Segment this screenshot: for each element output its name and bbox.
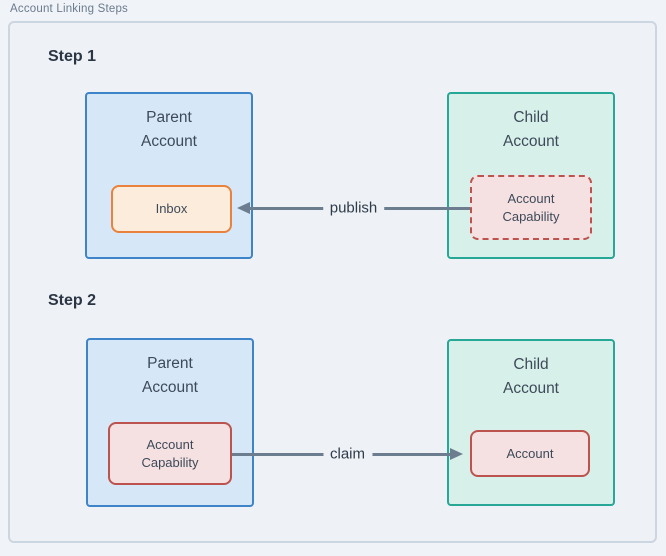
step-2-label: Step 2 (48, 292, 97, 309)
step-1-parent-account-node: Parent Account Inbox (85, 92, 253, 259)
claim-edge-label: claim (322, 444, 373, 464)
child-account-title: Child Account (502, 356, 559, 397)
diagram-frame: Step 1 Parent Account Inbox Child Accoun… (8, 21, 657, 543)
step-2-child-account-node: Child Account Account (447, 339, 615, 506)
diagram-title: Account Linking Steps (10, 3, 128, 15)
publish-edge-label: publish (322, 198, 385, 218)
step-1-child-account-node: Child Account Account Capability (447, 92, 615, 259)
publish-edge: publish (237, 198, 470, 218)
parent-account-title: Parent Account (141, 355, 198, 396)
child-account-title: Child Account (502, 109, 559, 150)
claim-edge: claim (232, 444, 463, 464)
parent-account-title: Parent Account (140, 109, 197, 150)
account-capability-node: Account Capability (108, 422, 232, 485)
step-2-parent-account-node: Parent Account Account Capability (86, 338, 254, 507)
account-node: Account (470, 430, 590, 477)
account-capability-node-dashed: Account Capability (470, 175, 592, 240)
left-arrowhead-icon (237, 202, 250, 214)
step-1-label: Step 1 (48, 48, 97, 65)
right-arrowhead-icon (450, 448, 463, 460)
inbox-node: Inbox (111, 185, 232, 233)
